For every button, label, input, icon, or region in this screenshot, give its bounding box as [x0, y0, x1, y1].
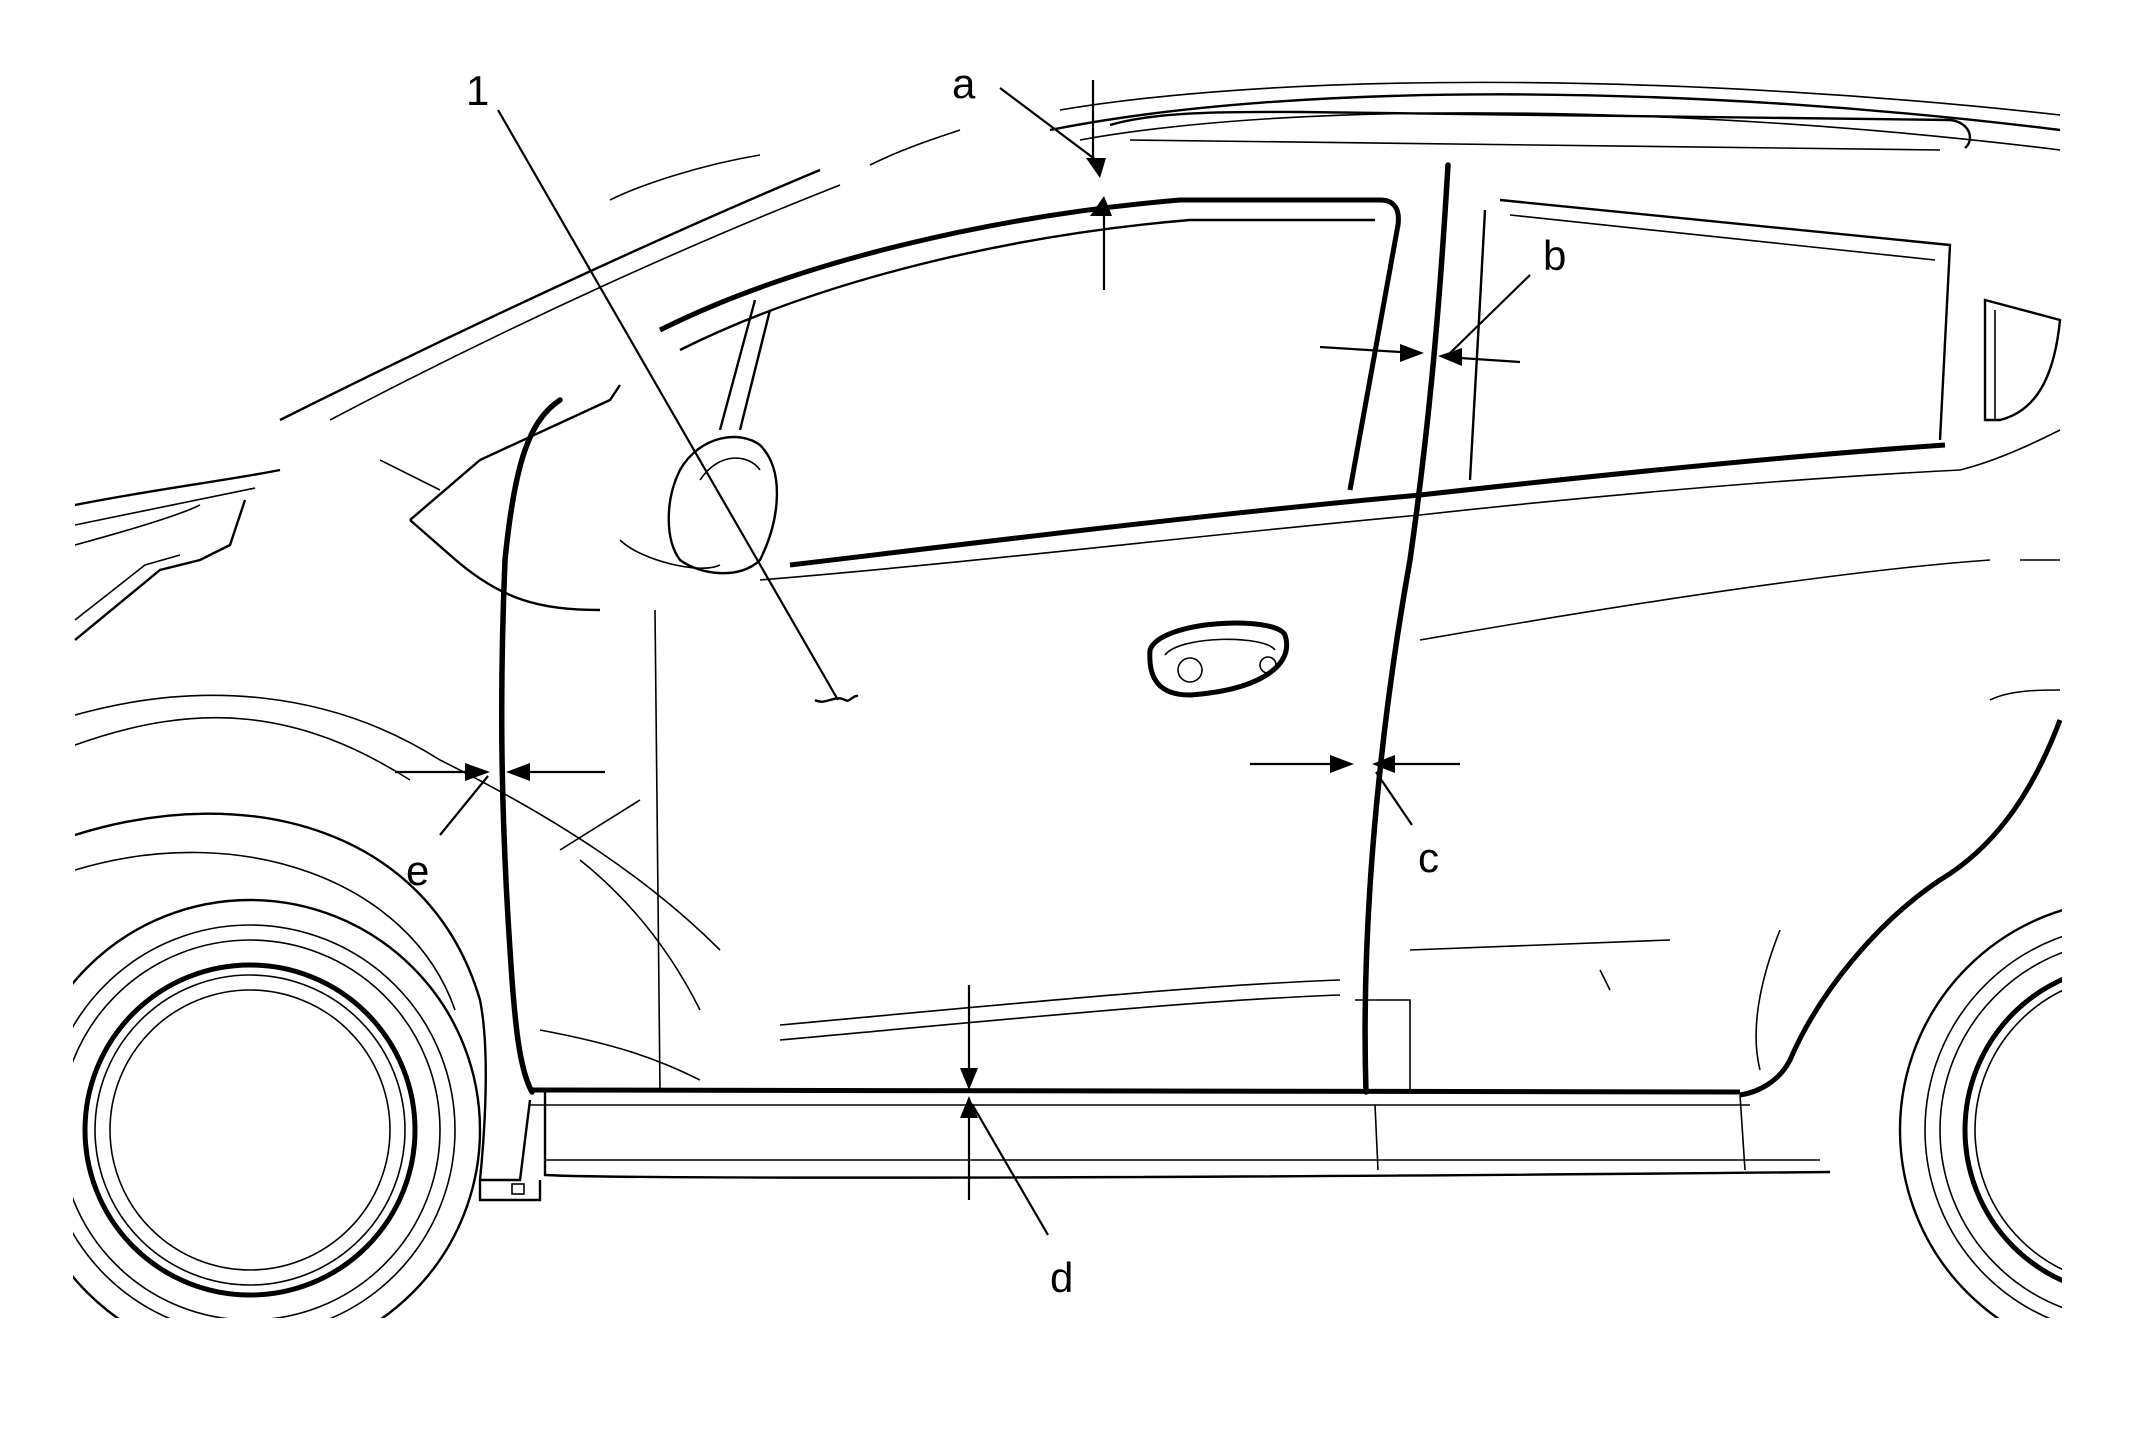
- gap-d-dimension: [960, 985, 1049, 1236]
- gap-e-dimension: [395, 763, 605, 836]
- door-gap-lines: [498, 162, 1451, 1095]
- callout-label-1: 1: [466, 67, 489, 114]
- rocker-panel: [478, 1087, 1831, 1202]
- callout-label-c: c: [1418, 834, 1439, 881]
- callout-label-a: a: [952, 60, 976, 107]
- gap-b-dimension: [1319, 274, 1531, 366]
- callout-label-d: d: [1050, 1254, 1073, 1301]
- door-callout-leader: [497, 109, 859, 703]
- callout-label-e: e: [406, 847, 429, 894]
- rear-wheel: [1898, 898, 2130, 1362]
- gap-c-dimension: [1250, 755, 1460, 826]
- vehicle-body: [74, 81, 2063, 1182]
- callout-label-b: b: [1543, 232, 1566, 279]
- gap-a-dimension: [999, 80, 1112, 290]
- front-wheel: [18, 898, 482, 1362]
